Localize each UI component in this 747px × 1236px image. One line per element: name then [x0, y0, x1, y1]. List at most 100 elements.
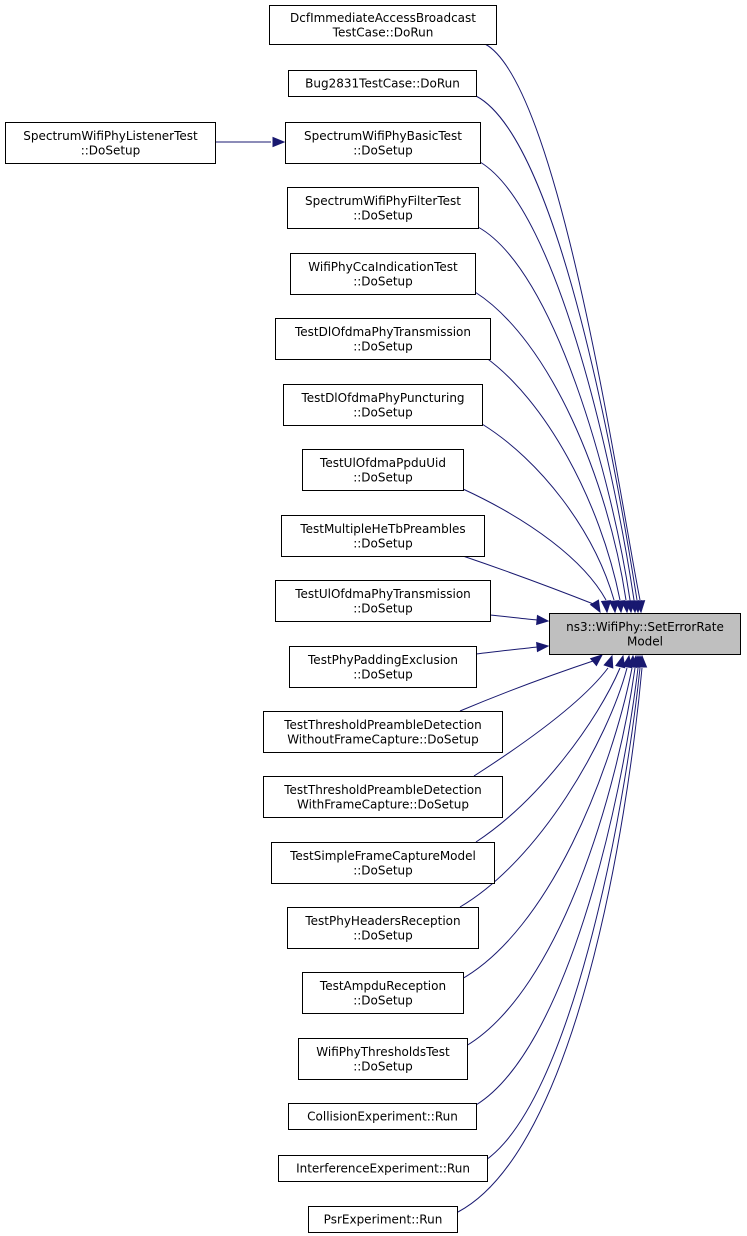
edge-line — [457, 667, 643, 1213]
node-label-line: TestUlOfdmaPhyTransmission — [294, 587, 471, 601]
node-label-line: ::DoSetup — [353, 470, 413, 484]
arrowhead-icon — [615, 654, 626, 669]
graph-nodes: DcfImmediateAccessBroadcastTestCase::DoR… — [5, 5, 741, 1233]
node-label-line: TestDlOfdmaPhyTransmission — [294, 325, 471, 339]
caller-node-interference-experiment[interactable]: InterferenceExperiment::Run — [278, 1155, 488, 1182]
edge-line — [475, 667, 621, 843]
node-label-line: ::DoSetup — [353, 536, 413, 550]
call-edges — [215, 43, 648, 1213]
node-box — [302, 972, 464, 1014]
node-label-line: ::DoSetup — [353, 993, 413, 1007]
node-label-line: TestCase::DoRun — [332, 25, 434, 39]
edge-dl-ofdma-transmission — [484, 356, 626, 614]
node-box — [283, 384, 483, 426]
node-label-line: DcfImmediateAccessBroadcast — [290, 11, 476, 25]
node-box — [263, 711, 503, 753]
caller-node-dl-ofdma-puncturing[interactable]: TestDlOfdmaPhyPuncturing::DoSetup — [283, 384, 483, 426]
edge-line — [475, 646, 538, 655]
edge-threshold-without-capture — [459, 654, 604, 712]
edge-line — [459, 667, 628, 908]
caller-node-ampdu-reception[interactable]: TestAmpduReception::DoSetup — [302, 972, 464, 1014]
caller-node-headers-reception[interactable]: TestPhyHeadersReception::DoSetup — [287, 907, 479, 949]
node-label-line: TestSimpleFrameCaptureModel — [289, 849, 476, 863]
caller-node-simple-frame-capture[interactable]: TestSimpleFrameCaptureModel::DoSetup — [271, 842, 495, 884]
node-label-line: ::DoSetup — [353, 601, 413, 615]
arrowhead-icon — [272, 136, 286, 148]
edge-spectrum-listener — [215, 136, 286, 148]
caller-node-bug2831[interactable]: Bug2831TestCase::DoRun — [288, 70, 477, 97]
node-label-line: ::DoSetup — [353, 339, 413, 353]
arrowhead-icon — [636, 654, 648, 668]
arrowhead-icon — [536, 641, 550, 653]
caller-node-multiple-he-tb-preambles[interactable]: TestMultipleHeTbPreambles::DoSetup — [281, 515, 485, 557]
node-label-line: ::DoSetup — [353, 667, 413, 681]
caller-node-ul-ofdma-transmission[interactable]: TestUlOfdmaPhyTransmission::DoSetup — [275, 580, 491, 622]
edge-threshold-with-capture — [473, 654, 614, 777]
node-label-line: ::DoSetup — [353, 405, 413, 419]
edge-line — [481, 423, 615, 601]
caller-node-psr-experiment[interactable]: PsrExperiment::Run — [308, 1206, 458, 1233]
node-label-line: ::DoSetup — [353, 274, 413, 288]
caller-node-threshold-with-capture[interactable]: TestThresholdPreambleDetectionWithFrameC… — [263, 776, 503, 818]
caller-node-thresholds-test[interactable]: WifiPhyThresholdsTest::DoSetup — [298, 1038, 468, 1080]
node-box — [275, 580, 491, 622]
node-box — [271, 842, 495, 884]
edge-line — [477, 226, 631, 601]
node-box — [302, 449, 464, 491]
caller-node-spectrum-listener[interactable]: SpectrumWifiPhyListenerTest::DoSetup — [5, 122, 216, 164]
node-label-line: ns3::WifiPhy::SetErrorRate — [566, 620, 724, 634]
caller-node-spectrum-basic[interactable]: SpectrumWifiPhyBasicTest::DoSetup — [285, 122, 481, 164]
caller-node-ul-ofdma-ppdu-uid[interactable]: TestUlOfdmaPpduUid::DoSetup — [302, 449, 464, 491]
node-box — [288, 1103, 477, 1130]
edge-line — [485, 667, 641, 1161]
node-label-line: TestDlOfdmaPhyPuncturing — [300, 391, 464, 405]
node-label-line: WifiPhyCcaIndicationTest — [308, 260, 458, 274]
node-label-line: ::DoSetup — [81, 143, 141, 157]
edge-psr-experiment — [457, 654, 648, 1213]
node-box — [289, 646, 477, 688]
node-label-line: TestThresholdPreambleDetection — [283, 783, 482, 797]
node-box — [549, 613, 741, 655]
edge-padding-exclusion — [475, 641, 550, 655]
node-box — [285, 122, 481, 164]
arrowhead-icon — [600, 600, 612, 614]
node-label-line: SpectrumWifiPhyFilterTest — [305, 194, 461, 208]
node-label-line: InterferenceExperiment::Run — [296, 1162, 470, 1176]
edge-bug2831 — [475, 95, 643, 614]
node-label-line: TestMultipleHeTbPreambles — [299, 522, 465, 536]
node-label-line: TestUlOfdmaPpduUid — [319, 456, 446, 470]
edge-line — [479, 161, 635, 601]
caller-node-collision-experiment[interactable]: CollisionExperiment::Run — [288, 1103, 477, 1130]
node-box — [281, 515, 485, 557]
arrowhead-icon — [589, 599, 601, 614]
node-label-line: TestPhyHeadersReception — [304, 914, 460, 928]
node-box — [308, 1206, 458, 1233]
node-box — [287, 907, 479, 949]
caller-node-threshold-without-capture[interactable]: TestThresholdPreambleDetectionWithoutFra… — [263, 711, 503, 753]
node-label-line: ::DoSetup — [353, 863, 413, 877]
node-box — [287, 187, 479, 229]
node-box — [275, 318, 491, 360]
node-label-line: TestThresholdPreambleDetection — [283, 718, 482, 732]
node-label-line: SpectrumWifiPhyListenerTest — [23, 129, 198, 143]
edge-interference-experiment — [485, 654, 646, 1161]
node-label-line: TestAmpduReception — [319, 979, 446, 993]
node-label-line: ::DoSetup — [353, 208, 413, 222]
node-label-line: ::DoSetup — [353, 1059, 413, 1073]
node-box — [298, 1038, 468, 1080]
caller-node-dcf[interactable]: DcfImmediateAccessBroadcastTestCase::DoR… — [269, 5, 497, 45]
node-label-line: PsrExperiment::Run — [324, 1213, 443, 1227]
caller-node-cca-indication[interactable]: WifiPhyCcaIndicationTest::DoSetup — [290, 253, 476, 295]
edge-line — [489, 614, 538, 621]
edge-line — [473, 667, 609, 777]
node-box — [5, 122, 216, 164]
caller-node-spectrum-filter[interactable]: SpectrumWifiPhyFilterTest::DoSetup — [287, 187, 479, 229]
node-box — [263, 776, 503, 818]
caller-node-dl-ofdma-transmission[interactable]: TestDlOfdmaPhyTransmission::DoSetup — [275, 318, 491, 360]
edge-line — [459, 667, 633, 981]
node-label-line: CollisionExperiment::Run — [307, 1110, 458, 1124]
node-box — [288, 70, 477, 97]
node-label-line: Model — [627, 634, 663, 648]
caller-node-padding-exclusion[interactable]: TestPhyPaddingExclusion::DoSetup — [289, 646, 477, 688]
